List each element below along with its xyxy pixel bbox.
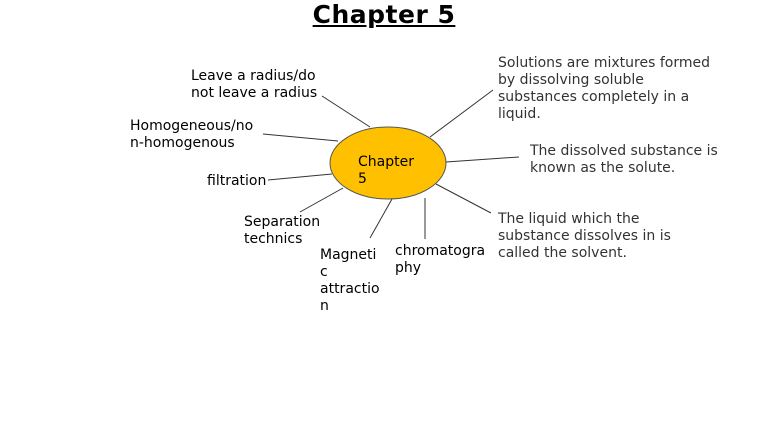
hub-label-line2: 5	[358, 171, 367, 187]
label-magnetic: Magneti c attractio n	[320, 247, 380, 315]
label-line: Solutions are mixtures formed	[498, 55, 710, 71]
label-line: filtration	[207, 173, 267, 189]
slide-title: Chapter 5	[312, 0, 456, 29]
label-line: substance dissolves in is	[498, 228, 671, 244]
label-line: The dissolved substance is	[530, 143, 718, 159]
label-line: phy	[395, 260, 422, 276]
label-line: liquid.	[498, 106, 541, 122]
link-filtration	[267, 173, 333, 181]
label-line: attractio	[320, 281, 380, 297]
link-homogeneous	[262, 133, 339, 142]
hub-ellipse	[329, 126, 447, 200]
label-line: technics	[244, 231, 303, 247]
label-line: not leave a radius	[191, 85, 318, 101]
label-solvent: The liquid which the substance dissolves…	[498, 211, 671, 262]
link-separation	[299, 187, 344, 213]
label-solutions: Solutions are mixtures formed by dissolv…	[498, 55, 710, 123]
label-line: Separation	[244, 214, 321, 230]
label-line: known as the solute.	[530, 160, 676, 176]
label-separation: Separation technics	[244, 214, 320, 248]
hub-label-line1: Chapter	[358, 154, 414, 170]
link-solutions	[429, 89, 494, 138]
link-magnetic	[369, 198, 393, 239]
label-line: n	[320, 298, 329, 314]
label-chromatography: chromatogra phy	[395, 243, 485, 277]
label-solute: The dissolved substance is known as the …	[530, 143, 718, 177]
link-solvent	[435, 183, 492, 214]
link-radius	[321, 95, 371, 128]
label-line: by dissolving soluble	[498, 72, 644, 88]
label-radius: Leave a radius/do not leave a radius	[191, 68, 317, 102]
label-filtration: filtration	[207, 173, 266, 190]
label-line: Magneti	[320, 247, 377, 263]
label-line: The liquid which the	[498, 211, 640, 227]
label-line: c	[320, 264, 328, 280]
label-line: substances completely in a	[498, 89, 690, 105]
hub-label: Chapter 5	[358, 154, 418, 188]
label-line: Homogeneous/no	[130, 118, 254, 134]
label-line: Leave a radius/do	[191, 68, 316, 84]
label-line: called the solvent.	[498, 245, 627, 261]
link-solute	[445, 156, 520, 163]
label-line: n-homogenous	[130, 135, 235, 151]
label-homogeneous: Homogeneous/no n-homogenous	[130, 118, 253, 152]
label-line: chromatogra	[395, 243, 486, 259]
